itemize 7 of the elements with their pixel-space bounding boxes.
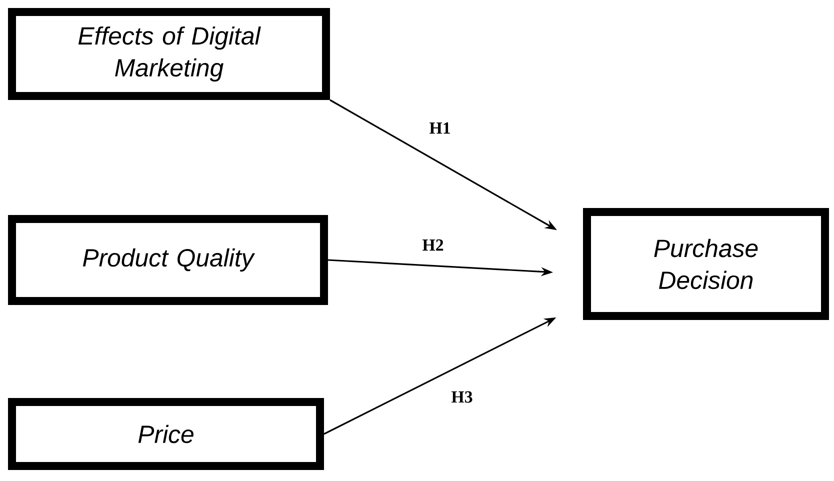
edge-label: H3 — [450, 390, 474, 404]
edge-label: H2 — [421, 238, 445, 252]
concept-box: Price — [8, 398, 324, 470]
edge-label: H1 — [428, 121, 452, 135]
concept-box: Purchase Decision — [583, 208, 829, 320]
concept-box: Effects of Digital Marketing — [8, 8, 330, 100]
concept-box: Product Quality — [8, 215, 328, 305]
